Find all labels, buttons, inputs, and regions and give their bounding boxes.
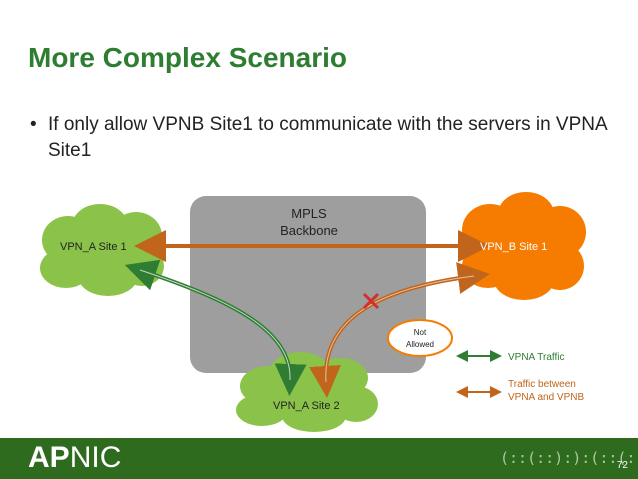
network-diagram: MPLS Backbone: [40, 192, 586, 432]
footer-bar: APNIC (::(::):):(::(::(: 72: [0, 438, 638, 479]
apnic-logo: APNIC: [28, 441, 121, 475]
logo-light: NIC: [69, 441, 122, 474]
not-allowed-line2: Allowed: [406, 340, 434, 349]
backbone-label-line1: MPLS: [291, 206, 327, 221]
label-vpn-a-site2: VPN_A Site 2: [273, 400, 340, 412]
bullet-marker: •: [30, 114, 37, 135]
legend-vpna-label: VPNA Traffic: [508, 352, 565, 363]
footer-decoration: (::(::):):(::(::(:: [500, 449, 638, 467]
legend-between-line1: Traffic between: [508, 379, 576, 390]
slide-title: More Complex Scenario: [28, 42, 347, 73]
logo-bold: AP: [28, 441, 70, 474]
bullet-text: If only allow VPNB Site1 to communicate …: [48, 114, 607, 161]
blocked-cross-icon: [362, 292, 380, 310]
bullet-point: • If only allow VPNB Site1 to communicat…: [30, 112, 620, 164]
label-vpn-b-site1: VPN_B Site 1: [480, 241, 547, 253]
not-allowed-line1: Not: [414, 328, 427, 337]
legend-between-line2: VPNA and VPNB: [508, 392, 584, 403]
backbone-label-line2: Backbone: [280, 223, 338, 238]
page-number: 72: [616, 460, 628, 471]
legend: VPNA Traffic Traffic between VPNA and VP…: [456, 350, 584, 403]
label-vpn-a-site1: VPN_A Site 1: [60, 241, 127, 253]
not-allowed-callout: [387, 319, 453, 357]
